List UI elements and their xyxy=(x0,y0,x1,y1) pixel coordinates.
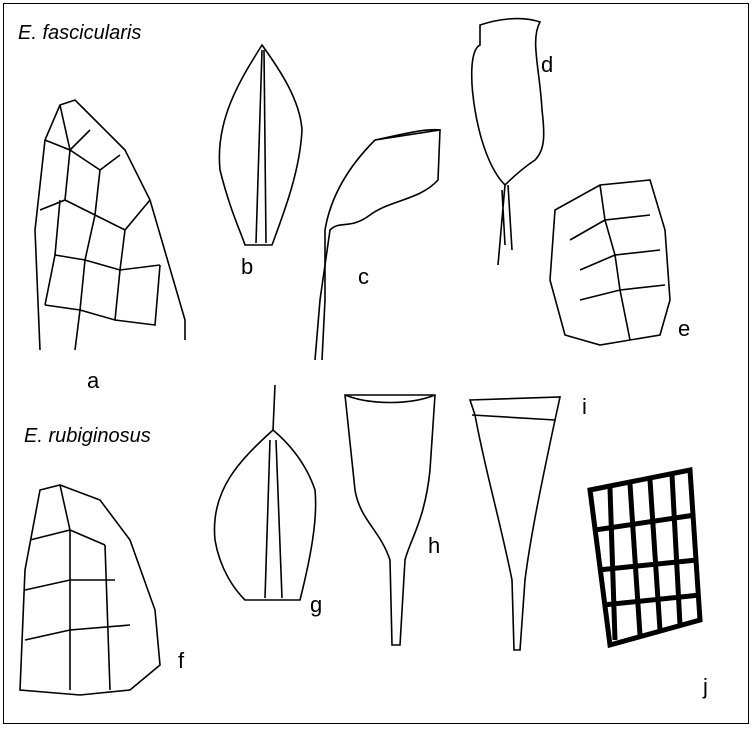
label-b: b xyxy=(241,254,254,279)
drawing-j-cells xyxy=(587,466,703,649)
species-title-fascicularis: E. fascicularis xyxy=(18,22,142,44)
label-a: a xyxy=(87,368,100,393)
drawing-d-capsule xyxy=(470,17,545,266)
drawing-h-capsule xyxy=(344,394,436,646)
drawing-a-leaf-cells xyxy=(34,99,186,351)
label-c: c xyxy=(358,264,369,289)
drawing-i-capsule xyxy=(468,396,561,651)
label-i: i xyxy=(582,394,587,419)
species-title-rubiginosus: E. rubiginosus xyxy=(24,425,151,447)
label-g: g xyxy=(310,592,323,617)
drawing-f-cells xyxy=(19,484,161,696)
drawing-b-leaf xyxy=(218,43,303,246)
drawing-c-capsule xyxy=(314,128,441,361)
label-e: e xyxy=(678,316,691,341)
label-h: h xyxy=(428,533,441,558)
label-j: j xyxy=(703,674,708,699)
drawing-e-cells xyxy=(549,179,671,346)
drawing-g-leaf xyxy=(213,384,317,601)
figure-border xyxy=(3,3,749,724)
label-d: d xyxy=(541,52,554,77)
label-f: f xyxy=(178,648,185,673)
